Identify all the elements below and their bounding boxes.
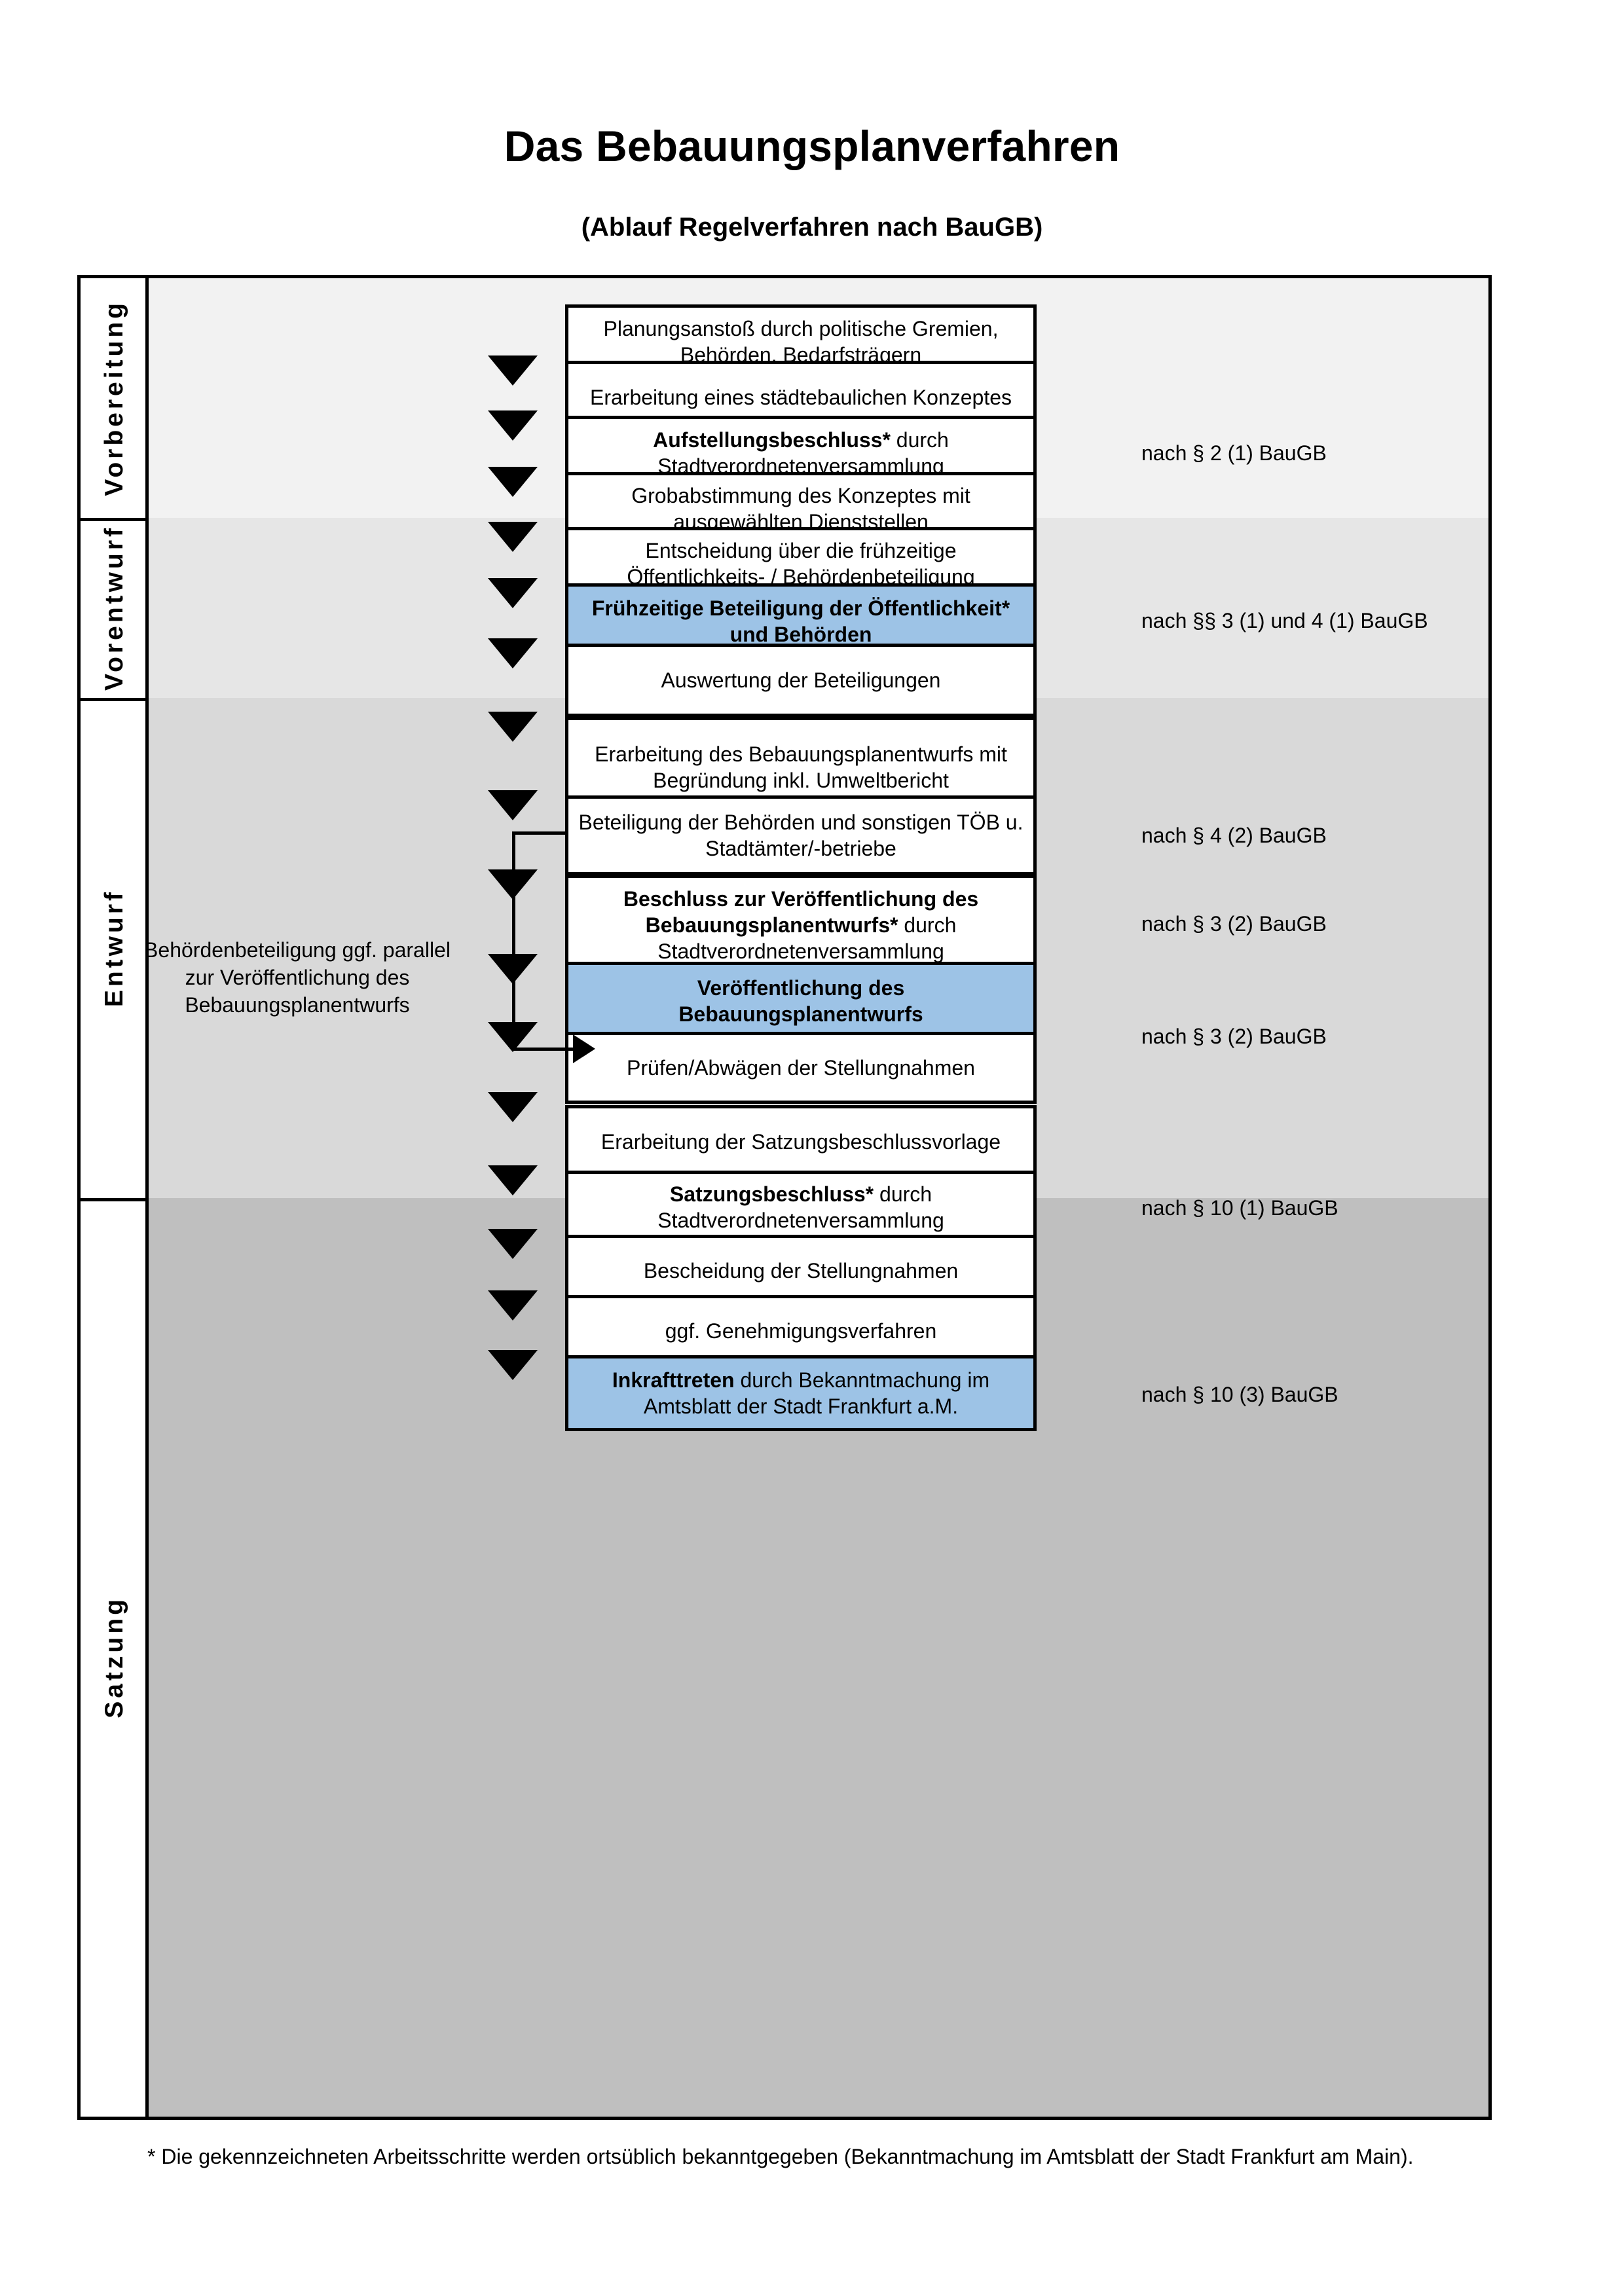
flow-arrow-icon <box>488 638 538 668</box>
phase-label-vorbereitung: Vorbereitung <box>81 278 149 518</box>
flow-arrow-icon <box>488 467 538 497</box>
process-box-auswertung[interactable]: Auswertung der Beteiligungen <box>565 644 1037 717</box>
phase-label-vorentwurf: Vorentwurf <box>81 518 149 698</box>
phase-label-text: Entwurf <box>100 888 128 1008</box>
phase-label-satzung: Satzung <box>81 1198 149 2117</box>
process-box-label: Prüfen/Abwägen der Stellungnahmen <box>627 1055 975 1080</box>
side-note-behoerdenbeteiligung: Behördenbeteiligung ggf. parallel zur Ve… <box>143 936 451 1019</box>
phase-label-text: Vorentwurf <box>100 525 128 691</box>
reference-text: nach § 10 (1) BauGB <box>1141 1196 1338 1220</box>
process-box-pruefen-abwaegen[interactable]: Prüfen/Abwägen der Stellungnahmen <box>565 1032 1037 1104</box>
side-note-text: Behördenbeteiligung ggf. parallel zur Ve… <box>144 938 451 1017</box>
process-box-satzungsbeschlussvorlage[interactable]: Erarbeitung der Satzungsbeschlussvorlage <box>565 1105 1037 1178</box>
reference-text: nach § 2 (1) BauGB <box>1141 441 1327 465</box>
process-box-label: Entscheidung über die frühzeitige Öffent… <box>627 538 975 589</box>
process-box-label: Erarbeitung der Satzungsbeschlussvorlage <box>600 1129 1001 1154</box>
reference-fruehzeitige-beteiligung: nach §§ 3 (1) und 4 (1) BauGB <box>1141 609 1428 633</box>
reference-text: nach §§ 3 (1) und 4 (1) BauGB <box>1141 609 1428 632</box>
footnote-text: * Die gekennzeichneten Arbeitsschritte w… <box>147 2145 1414 2168</box>
flow-arrow-icon <box>488 522 538 552</box>
reference-text: nach § 3 (2) BauGB <box>1141 912 1327 936</box>
phase-divider-1 <box>81 518 149 521</box>
phase-label-entwurf: Entwurf <box>81 698 149 1198</box>
process-box-label-bold: Aufstellungsbeschluss* <box>653 428 891 452</box>
flow-arrow-icon <box>488 355 538 386</box>
flowchart-frame: Vorbereitung Vorentwurf Entwurf Satzung … <box>77 275 1492 2120</box>
flow-arrow-icon <box>488 1350 538 1380</box>
reference-text: nach § 3 (2) BauGB <box>1141 1025 1327 1048</box>
process-box-label: Erarbeitung des Bebauungsplanentwurfs mi… <box>595 742 1007 792</box>
process-box-inkrafttreten[interactable]: Inkrafttreten durch Bekanntmachung im Am… <box>565 1355 1037 1431</box>
reference-inkrafttreten: nach § 10 (3) BauGB <box>1141 1383 1338 1407</box>
page-subtitle: (Ablauf Regelverfahren nach BauGB) <box>581 213 1043 242</box>
process-box-label-bold: Satzungsbeschluss* <box>669 1182 874 1206</box>
reference-beteiligung-behoerden: nach § 4 (2) BauGB <box>1141 824 1327 848</box>
process-box-label-regular: durch Stadtverordnetenversammlung <box>657 1182 944 1232</box>
process-box-label: Bescheidung der Stellungnahmen <box>643 1258 959 1283</box>
process-box-label: Satzungsbeschluss* durch Stadtverordnete… <box>575 1181 1027 1234</box>
process-box-beschluss-veroeffentlichung[interactable]: Beschluss zur Veröffentlichung des Bebau… <box>565 875 1037 975</box>
phase-label-text: Vorbereitung <box>100 300 128 496</box>
phase-divider-3 <box>81 1198 149 1201</box>
phase-label-text: Satzung <box>100 1596 128 1719</box>
reference-veroeffentlichung: nach § 3 (2) BauGB <box>1141 1025 1327 1049</box>
process-box-label: Beschluss zur Veröffentlichung des Bebau… <box>575 886 1027 965</box>
flow-arrow-icon <box>488 1229 538 1259</box>
process-box-label-regular: durch Stadtverordnetenversammlung <box>657 913 957 964</box>
process-box-label: Inkrafttreten durch Bekanntmachung im Am… <box>575 1367 1027 1420</box>
flow-arrow-icon <box>488 578 538 608</box>
process-box-label: Frühzeitige Beteiligung der Öffentlichke… <box>591 596 1010 646</box>
process-box-label-bold: Beschluss zur Veröffentlichung des Bebau… <box>623 886 979 937</box>
flow-arrow-icon <box>488 1092 538 1122</box>
process-box-label: Beteiligung der Behörden und sonstigen T… <box>578 810 1024 860</box>
process-box-label: Erarbeitung eines städtebaulichen Konzep… <box>590 385 1012 409</box>
flow-arrow-icon <box>488 712 538 742</box>
reference-beschluss-veroeffentlichung: nach § 3 (2) BauGB <box>1141 912 1327 936</box>
phase-label-column <box>81 278 149 2117</box>
reference-text: nach § 4 (2) BauGB <box>1141 824 1327 847</box>
flow-arrow-icon <box>488 1165 538 1195</box>
flow-arrow-icon <box>488 1290 538 1321</box>
process-box-label-regular: durch Bekanntmachung im Amtsblatt der St… <box>643 1368 990 1418</box>
process-box-veroeffentlichung[interactable]: Veröffentlichung des Bebauungsplanentwur… <box>565 962 1037 1040</box>
process-box-label: Veröffentlichung des Bebauungsplanentwur… <box>678 975 923 1026</box>
loop-connector-bottom <box>512 1048 575 1051</box>
reference-satzungsbeschluss: nach § 10 (1) BauGB <box>1141 1196 1338 1220</box>
reference-text: nach § 10 (3) BauGB <box>1141 1383 1338 1406</box>
process-box-satzungsbeschluss[interactable]: Satzungsbeschluss* durch Stadtverordnete… <box>565 1171 1037 1244</box>
process-box-label: ggf. Genehmigungsverfahren <box>665 1319 937 1343</box>
flow-arrow-icon <box>488 790 538 820</box>
footnote: * Die gekennzeichneten Arbeitsschritte w… <box>147 2141 1493 2174</box>
process-box-beteiligung-behoerden[interactable]: Beteiligung der Behörden und sonstigen T… <box>565 795 1037 875</box>
loop-connector-top <box>512 831 568 835</box>
phase-divider-2 <box>81 698 149 701</box>
process-box-label-bold: Inkrafttreten <box>612 1368 735 1392</box>
reference-aufstellungsbeschluss: nach § 2 (1) BauGB <box>1141 441 1327 465</box>
loop-connector-vertical <box>512 831 515 1048</box>
page-title: Das Bebauungsplanverfahren <box>504 122 1120 170</box>
process-box-label: Auswertung der Beteiligungen <box>661 668 941 692</box>
flow-arrow-icon <box>488 410 538 441</box>
loop-arrow-icon <box>573 1034 595 1063</box>
